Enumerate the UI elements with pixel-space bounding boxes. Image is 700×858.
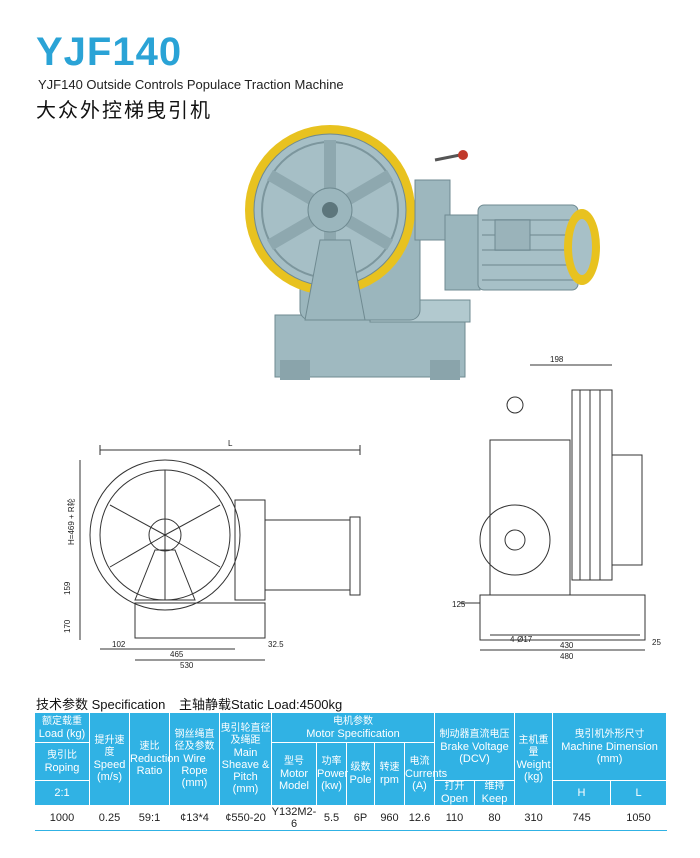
cell-keep: 80: [474, 805, 515, 831]
cell-l: 1050: [610, 805, 667, 831]
cell-speed: 0.25: [89, 805, 130, 831]
header-h: H: [552, 780, 612, 806]
dim-198: 198: [550, 355, 564, 364]
static-load: 主轴静载Static Load:4500kg: [178, 697, 343, 712]
cell-pole: 6P: [346, 805, 375, 831]
cell-h: 745: [552, 805, 611, 831]
dim-holes: 4-Ø17: [510, 635, 533, 644]
cell-power: 5.5: [316, 805, 347, 831]
cell-open: 110: [434, 805, 475, 831]
header-l: L: [610, 780, 668, 806]
dim-L: L: [228, 439, 233, 448]
cell-rpm: 960: [374, 805, 405, 831]
spec-title: 技术参数 Specification: [36, 697, 166, 712]
machine-photo: [245, 125, 600, 380]
dim-25: 25: [652, 638, 661, 647]
cell-ratio: 59:1: [129, 805, 170, 831]
cell-model: Y132M2-6: [271, 805, 317, 831]
subtitle-english: YJF140 Outside Controls Populace Tractio…: [38, 77, 344, 92]
cell-rope: ¢13*4: [169, 805, 220, 831]
cell-weight: 310: [514, 805, 553, 831]
dim-170: 170: [63, 619, 72, 633]
spec-heading: 技术参数 Specification 主轴静载Static Load:4500k…: [36, 694, 352, 713]
dim-430: 430: [560, 641, 574, 650]
cell-sheave: ¢550-20: [219, 805, 272, 831]
dim-102: 102: [112, 640, 126, 649]
dim-480: 480: [560, 652, 574, 661]
dim-height: H=469 + R轮: [66, 498, 76, 545]
table-row: 1000 0.25 59:1 ¢13*4 ¢550-20 Y132M2-6 5.…: [34, 805, 667, 831]
dim-465: 465: [170, 650, 184, 659]
dim-159: 159: [63, 581, 72, 595]
dim-530: 530: [180, 661, 194, 670]
subtitle-chinese: 大众外控梯曳引机: [36, 98, 212, 122]
dim-32-5: 32.5: [268, 640, 284, 649]
technical-drawing: L H=469 + R轮 159 170 102 465 530 32.5 19…: [63, 355, 661, 670]
model-title: YJF140: [36, 30, 183, 74]
cell-load: 1000: [34, 805, 90, 831]
dim-125: 125: [452, 600, 466, 609]
roping-value: 2:1: [34, 780, 90, 806]
cell-current: 12.6: [404, 805, 435, 831]
